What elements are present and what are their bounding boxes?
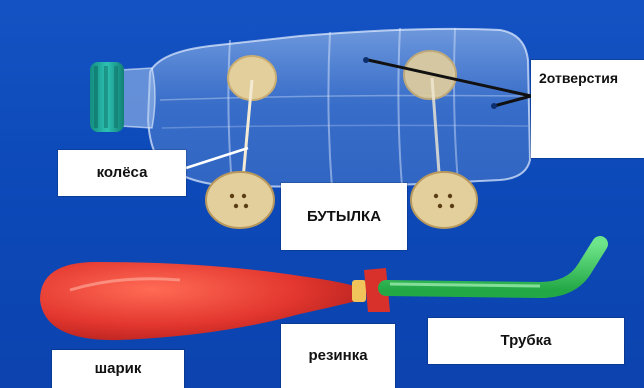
wheel-left xyxy=(206,172,274,228)
label-bottle: БУТЫЛКА xyxy=(281,183,407,250)
label-balloon: шарик xyxy=(52,350,184,388)
label-holes-count: 2 xyxy=(539,70,547,86)
label-holes-text: отверстия xyxy=(547,70,618,86)
rubber-band xyxy=(352,280,366,302)
hole-bottom xyxy=(491,103,497,109)
hole-top xyxy=(363,57,369,63)
label-rubber-band: резинка xyxy=(281,324,395,388)
wheel-right xyxy=(411,172,477,228)
label-holes: 2 отверстия xyxy=(531,60,644,158)
label-tube: Трубка xyxy=(428,318,624,364)
label-wheels: колёса xyxy=(58,150,186,196)
bottle-cap xyxy=(90,62,124,132)
